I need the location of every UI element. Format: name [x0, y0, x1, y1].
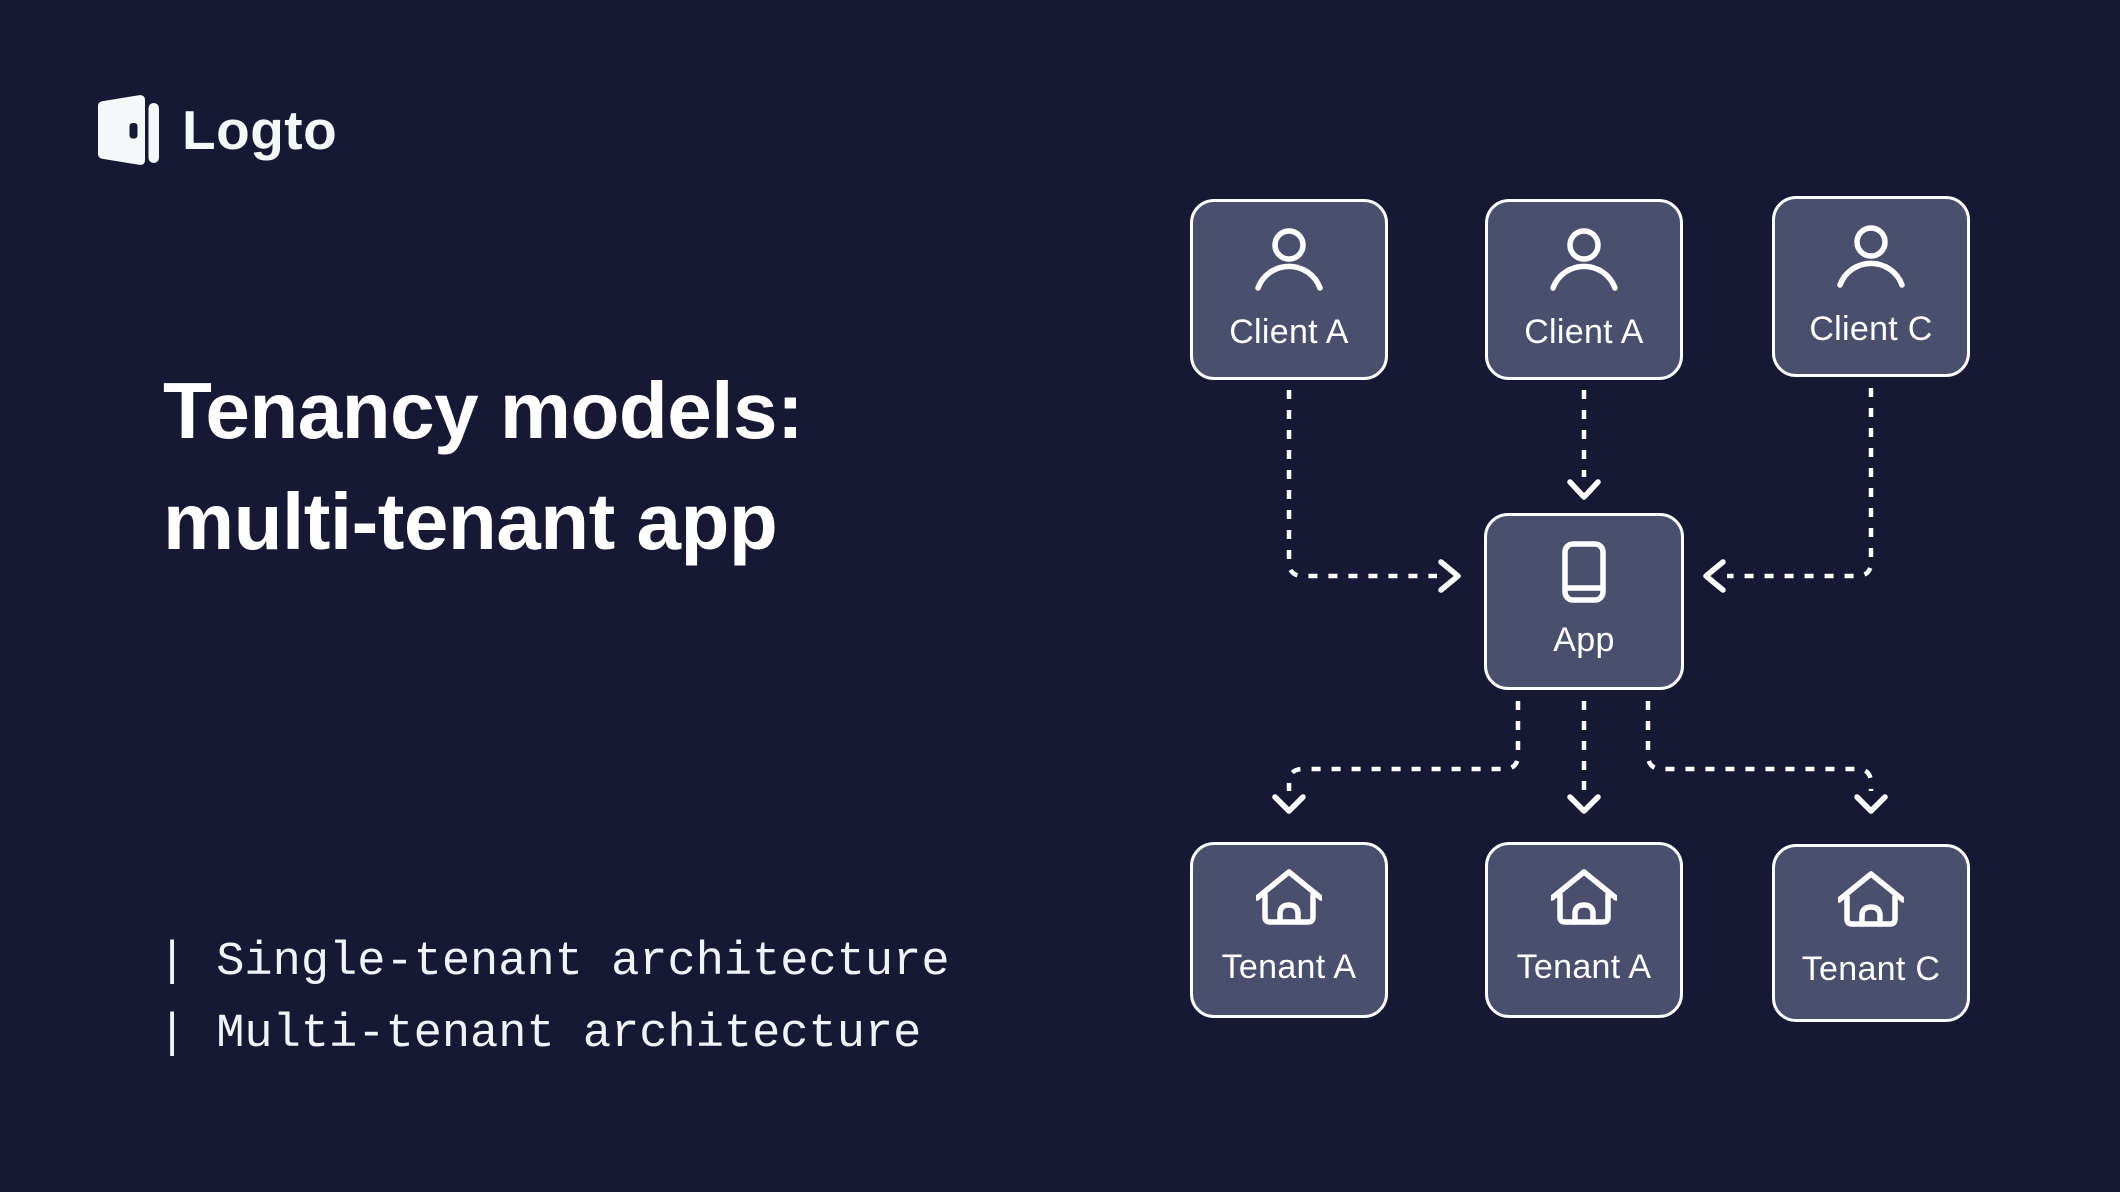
bullet-text: Multi-tenant architecture	[216, 1008, 922, 1061]
logto-door-icon	[98, 95, 159, 165]
client-node-1: Client A	[1190, 199, 1388, 380]
title-line-1: Tenancy models:	[163, 366, 804, 455]
tenant-label: Tenant C	[1801, 950, 1941, 988]
arrow-client1-to-app	[1286, 390, 1437, 579]
arrowhead-right-icon	[1438, 559, 1461, 593]
list-item: | Multi-tenant architecture	[158, 999, 950, 1071]
client-label: Client C	[1809, 310, 1933, 348]
bullet-bar: |	[158, 936, 187, 989]
app-label: App	[1553, 621, 1615, 659]
title-line-2: multi-tenant app	[163, 477, 778, 566]
user-icon	[1837, 225, 1905, 288]
client-label: Client A	[1524, 313, 1644, 351]
house-icon	[1256, 869, 1322, 925]
arrowhead-down-icon	[1567, 794, 1601, 814]
client-node-3: Client C	[1772, 196, 1970, 377]
page-title: Tenancy models: multi-tenant app	[163, 355, 804, 577]
user-icon	[1550, 228, 1618, 291]
mobile-app-icon	[1562, 541, 1606, 603]
tenant-label: Tenant A	[1516, 948, 1652, 986]
arrowhead-down-icon	[1272, 794, 1306, 814]
tenant-label: Tenant A	[1221, 948, 1357, 986]
client-node-2: Client A	[1485, 199, 1683, 380]
bullet-list: | Single-tenant architecture | Multi-ten…	[158, 927, 950, 1071]
arrow-client3-to-app	[1727, 388, 1874, 579]
list-item: | Single-tenant architecture	[158, 927, 950, 999]
app-node: App	[1484, 513, 1684, 690]
tenant-node-3: Tenant C	[1772, 844, 1970, 1022]
arrowhead-left-icon	[1703, 559, 1726, 593]
user-icon	[1255, 228, 1323, 291]
tenant-node-1: Tenant A	[1190, 842, 1388, 1018]
client-label: Client A	[1229, 313, 1349, 351]
house-icon	[1838, 871, 1904, 927]
bullet-text: Single-tenant architecture	[216, 936, 950, 989]
arrow-app-to-tenant1	[1286, 701, 1521, 791]
arrow-app-to-tenant3	[1645, 701, 1874, 791]
logo: Logto	[96, 92, 337, 168]
bullet-bar: |	[158, 1008, 187, 1061]
arrowhead-down-icon	[1854, 794, 1888, 814]
tenant-node-2: Tenant A	[1485, 842, 1683, 1018]
logo-wordmark: Logto	[182, 99, 338, 161]
house-icon	[1551, 869, 1617, 925]
arrowhead-down-icon	[1567, 479, 1601, 500]
